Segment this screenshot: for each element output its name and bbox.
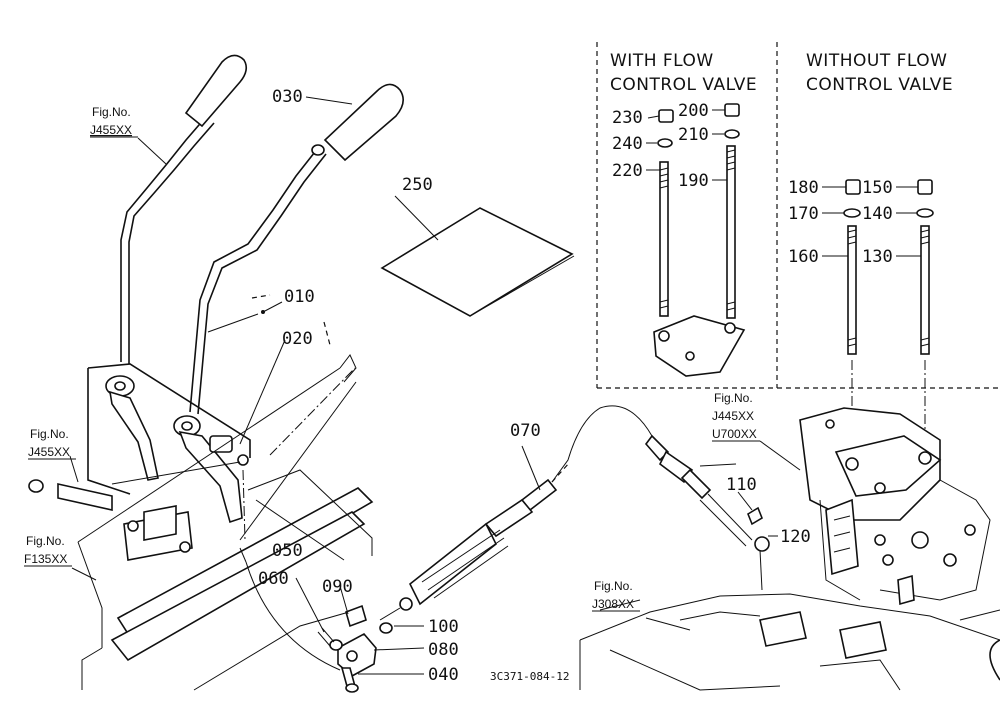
part-label-040: 040 (428, 665, 459, 685)
part-label-010: 010 (284, 287, 315, 307)
part-label-200: 200 (678, 101, 709, 121)
part-label-220: 220 (612, 161, 643, 181)
chassis-frame (77, 354, 374, 691)
with-flow-heading-line1: WITH FLOW (610, 51, 714, 71)
fig-ref-code-4: J445XX (712, 409, 754, 423)
part-label-160: 160 (788, 247, 819, 267)
part-label-120: 120 (780, 527, 811, 547)
part-label-090: 090 (322, 577, 353, 597)
fig-ref-label-5: Fig.No. (594, 579, 633, 593)
drawing-code: 3C371-084-12 (490, 670, 569, 683)
fig-ref-code-2: J455XX (28, 445, 70, 459)
part-label-250: 250 (402, 175, 433, 195)
part-label-100: 100 (428, 617, 459, 637)
fig-ref-label-3: Fig.No. (26, 534, 65, 548)
part-label-210: 210 (678, 125, 709, 145)
cable-end-parts (239, 547, 393, 693)
control-cable (379, 405, 770, 621)
with-flow-stud-assembly (653, 103, 746, 377)
lever-assembly (28, 54, 404, 561)
fig-ref-code-5: J308XX (592, 597, 634, 611)
fig-ref-label-2: Fig.No. (30, 427, 69, 441)
valve-body (799, 407, 991, 606)
part-label-050: 050 (272, 541, 303, 561)
leader-lines (69, 96, 921, 675)
inset-panel-frames (596, 42, 1000, 389)
part-label-170: 170 (788, 204, 819, 224)
part-label-030: 030 (272, 87, 303, 107)
with-flow-heading-line2: CONTROL VALVE (610, 75, 757, 95)
part-label-080: 080 (428, 640, 459, 660)
part-label-180: 180 (788, 178, 819, 198)
without-flow-heading-line1: WITHOUT FLOW (806, 51, 947, 71)
part-label-140: 140 (862, 204, 893, 224)
part-label-110: 110 (726, 475, 757, 495)
fig-ref-label-4: Fig.No. (714, 391, 753, 405)
part-label-020: 020 (282, 329, 313, 349)
fig-ref-code-1: J455XX (90, 123, 132, 137)
lever-leader-bracket (207, 294, 331, 346)
part-label-230: 230 (612, 108, 643, 128)
transmission-housing (579, 593, 1000, 691)
fig-ref-code-3: F135XX (24, 552, 67, 566)
part-label-060: 060 (258, 569, 289, 589)
manual-sheet (380, 207, 575, 317)
part-label-240: 240 (612, 134, 643, 154)
fig-ref-code-4b: U700XX (712, 427, 757, 441)
part-label-190: 190 (678, 171, 709, 191)
part-label-130: 130 (862, 247, 893, 267)
part-label-070: 070 (510, 421, 541, 441)
part-label-150: 150 (862, 178, 893, 198)
fig-ref-label-1: Fig.No. (92, 105, 131, 119)
without-flow-heading-line2: CONTROL VALVE (806, 75, 953, 95)
